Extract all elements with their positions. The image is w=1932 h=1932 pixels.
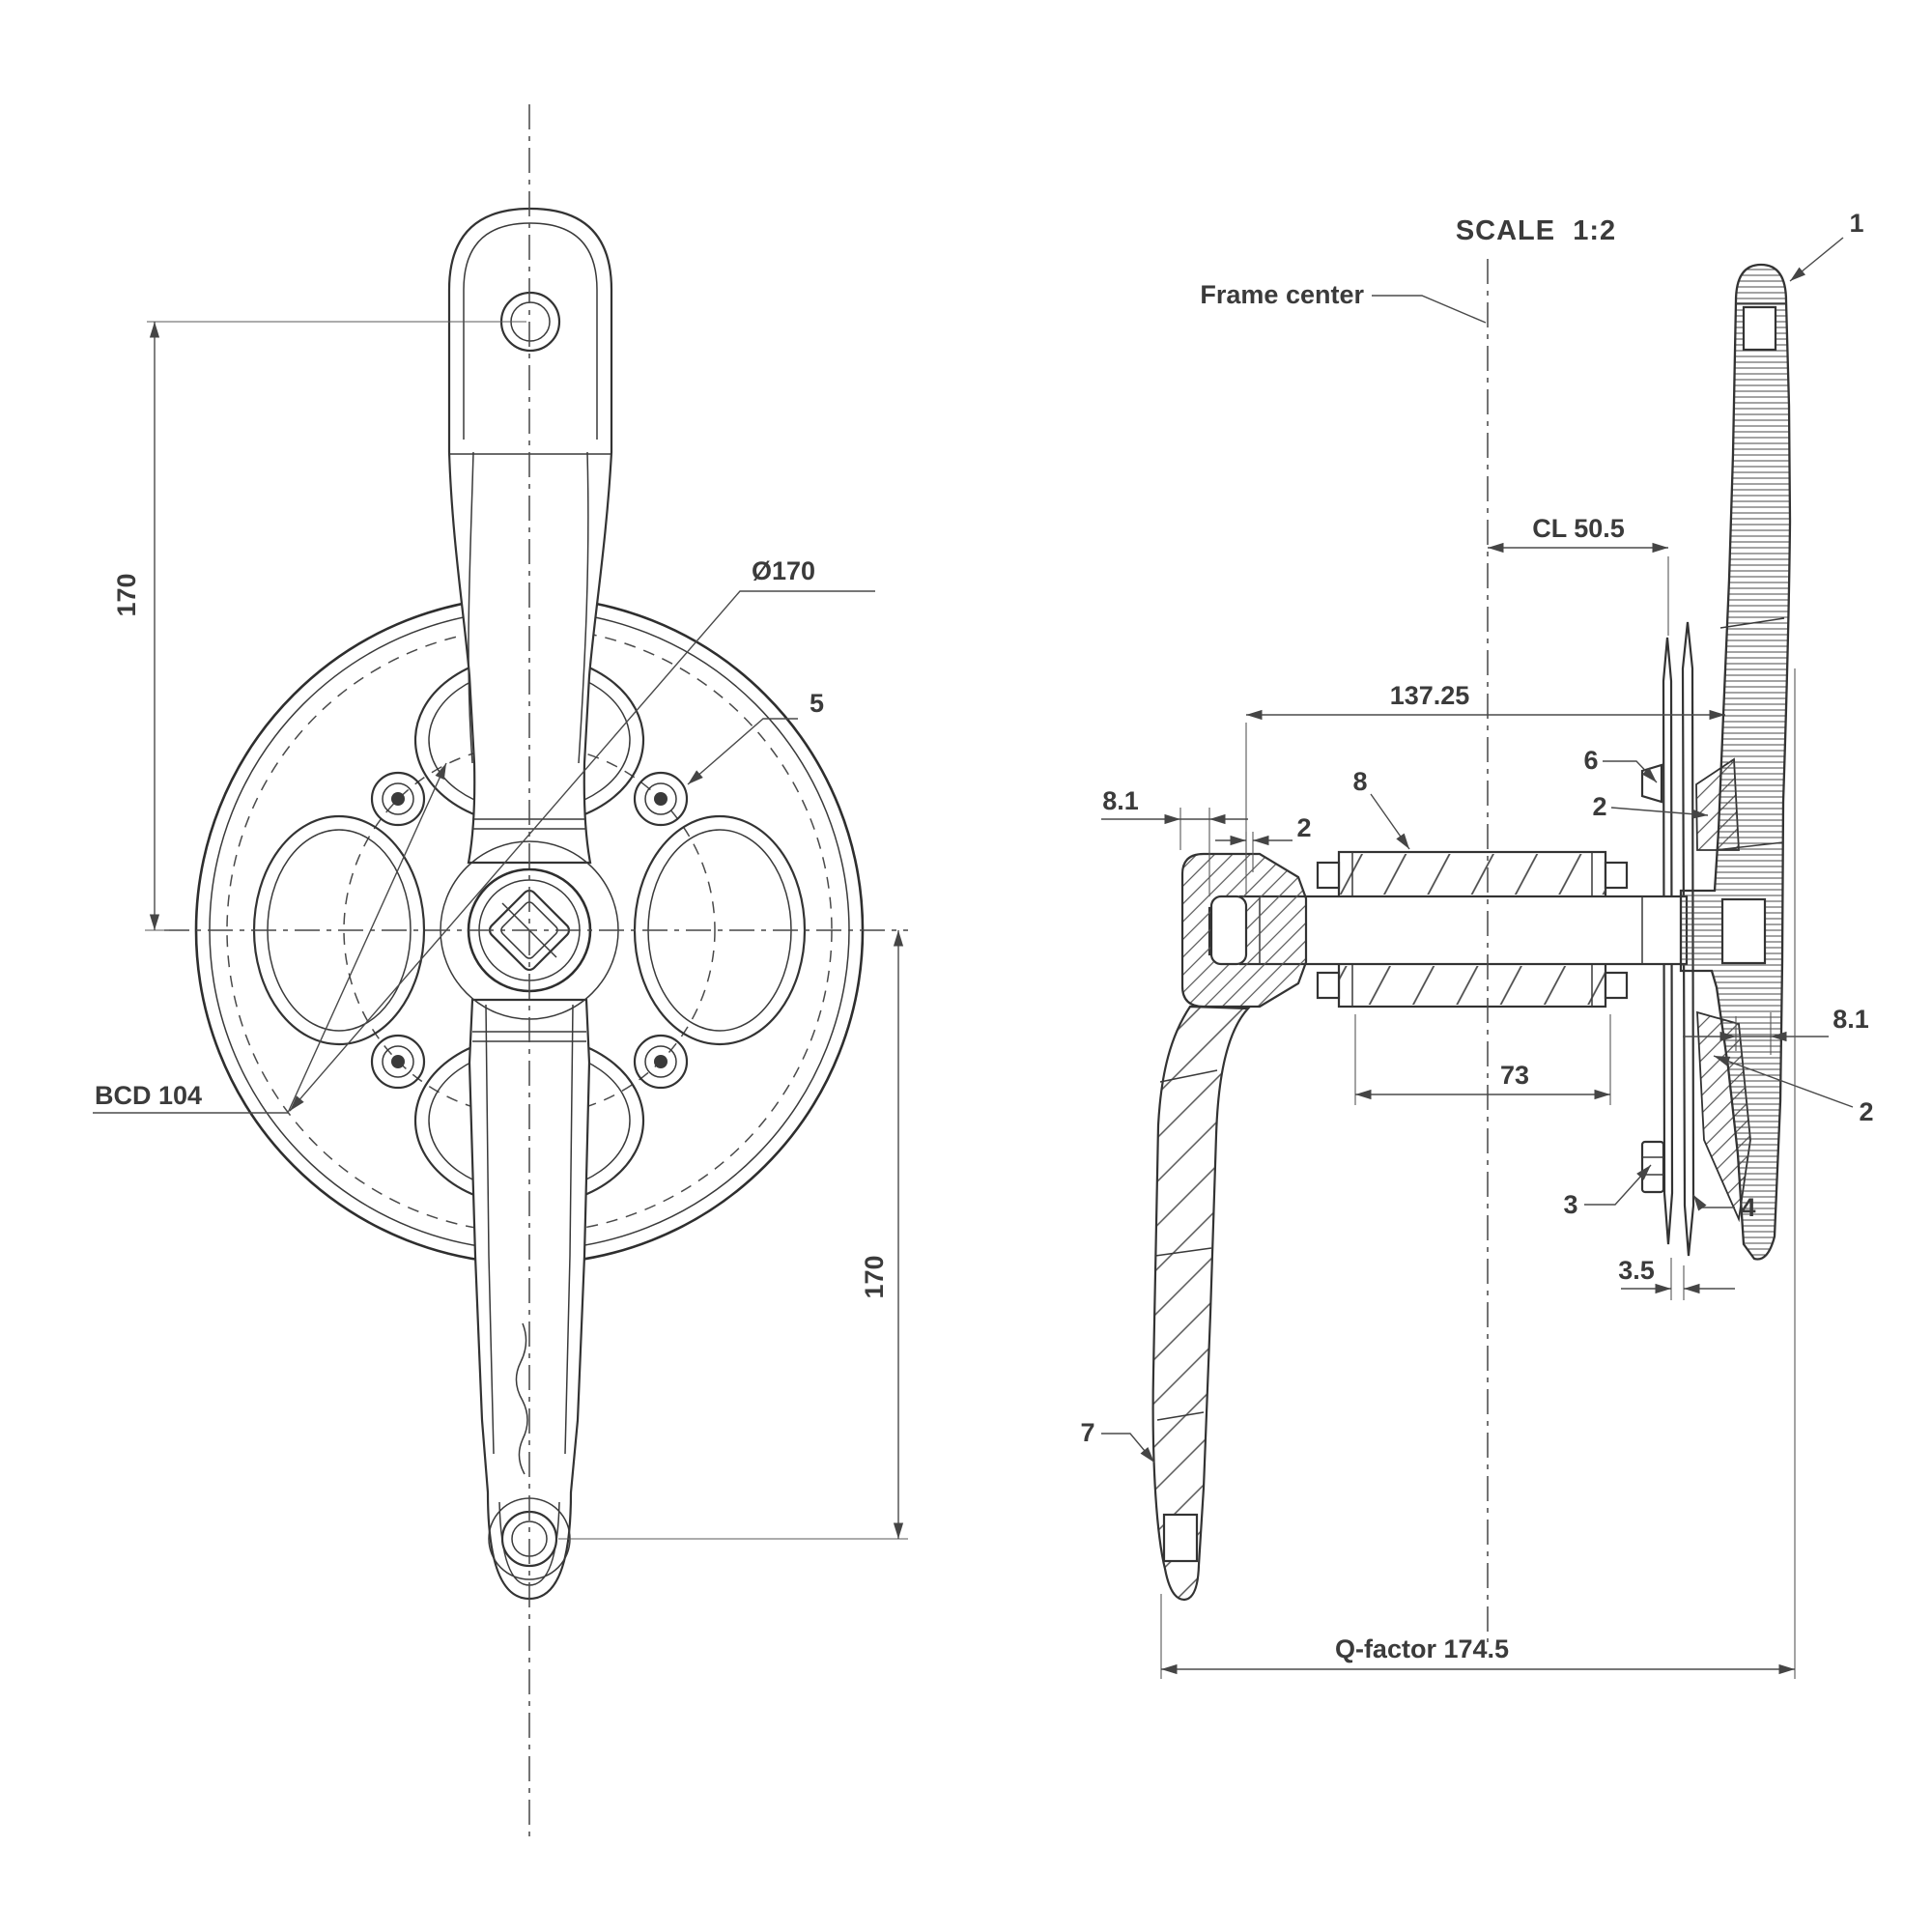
arm-logo-decor <box>515 1322 528 1475</box>
callout-outer-plate: 4 <box>1741 1193 1755 1222</box>
dim-right-offset: 8.1 <box>1833 1005 1869 1034</box>
front-view <box>164 104 908 1840</box>
callout-bb-shell: 8 <box>1352 767 1367 796</box>
upper-arm-outline <box>447 207 613 865</box>
dim-left-offset: 8.1 <box>1102 786 1139 815</box>
dim-chain-line: CL 50.5 <box>1532 514 1625 543</box>
left-pedal-window <box>1162 1513 1199 1563</box>
dust-cap <box>1209 895 1248 966</box>
dim-spindle-width: 137.25 <box>1390 681 1470 710</box>
dimensions: 170 170 Ø170 BCD 104 5 SCALE 1:2 Frame c… <box>93 209 1874 1679</box>
bolt-top-left <box>370 771 426 827</box>
scale-note: SCALE 1:2 <box>1456 215 1616 246</box>
chainring-bolts <box>370 771 689 1090</box>
callout-nut: 6 <box>1583 746 1598 775</box>
label-frame-center: Frame center <box>1200 280 1364 309</box>
dim-bb-width: 73 <box>1500 1061 1529 1090</box>
bolt-top-right <box>633 771 689 827</box>
right-pedal-recess <box>1742 305 1777 352</box>
left-crank-head <box>1180 852 1308 1009</box>
side-view <box>1151 259 1792 1642</box>
bolt-bottom-right <box>633 1034 689 1090</box>
bolt-bottom-left <box>370 1034 426 1090</box>
dim-ring-gap: 3.5 <box>1618 1256 1655 1285</box>
dim-left-gap: 2 <box>1296 813 1311 842</box>
callout-right-crank: 1 <box>1849 209 1863 238</box>
dim-bcd: BCD 104 <box>95 1081 202 1110</box>
dim-q-factor: Q-factor 174.5 <box>1335 1634 1509 1663</box>
right-crank-arm <box>1679 263 1792 1261</box>
dim-crank-length-top: 170 <box>112 573 141 616</box>
dim-pitch-diameter: Ø170 <box>752 556 815 585</box>
dim-crank-length-bottom: 170 <box>860 1255 889 1298</box>
callout-chainring-lower: 2 <box>1859 1097 1873 1126</box>
callout-inner-bolt: 3 <box>1563 1190 1577 1219</box>
callout-left-crank: 7 <box>1080 1418 1094 1447</box>
callout-chainring-upper: 2 <box>1592 792 1606 821</box>
bolt-part3 <box>1640 1140 1665 1194</box>
callout-chainring-bolt: 5 <box>810 689 824 718</box>
left-crank-arm <box>1151 1005 1251 1602</box>
crank-bolt-recess <box>1720 897 1767 965</box>
